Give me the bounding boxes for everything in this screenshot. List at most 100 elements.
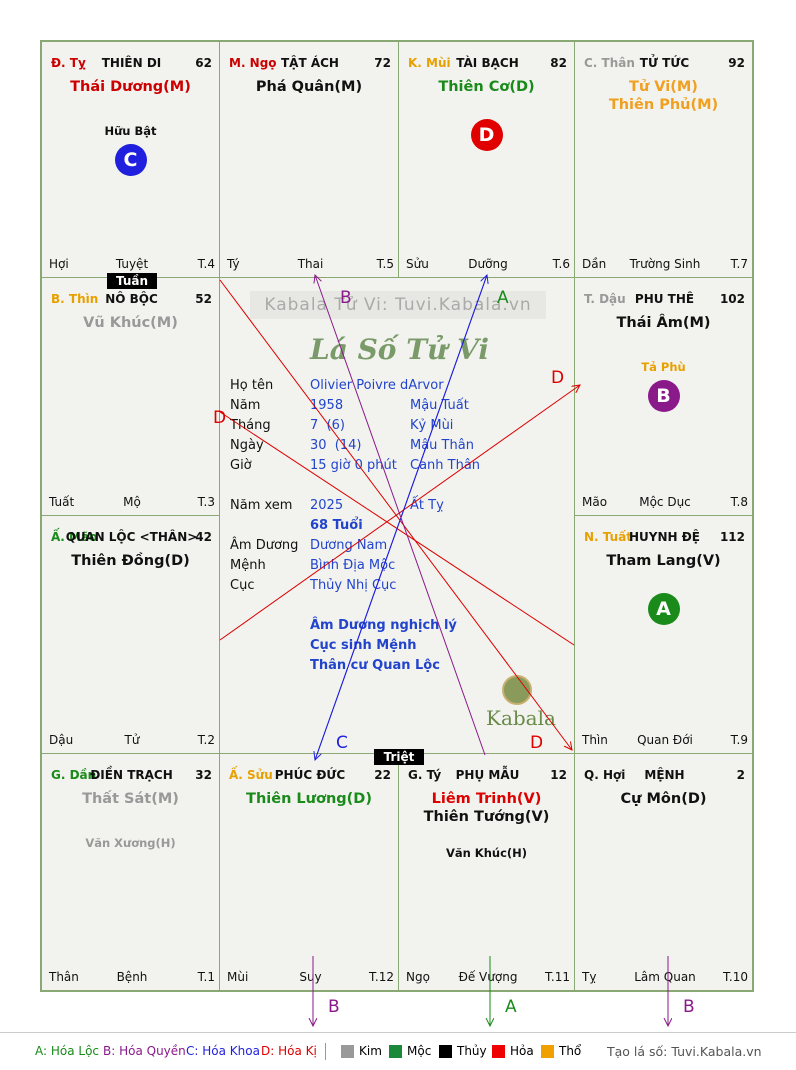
branch-label: N. Tuất [584,530,633,544]
major-stars: Liêm Trinh(V)Thiên Tướng(V) [399,790,574,826]
footer-phase: Lâm Quan [634,970,696,984]
legend-hoa-loc: A: Hóa Lộc [35,1044,100,1058]
footer-term: T.5 [376,257,394,271]
footer-phase: Mộc Dục [639,495,691,509]
major-star: Liêm Trinh(V) [431,791,542,807]
major-star: Cự Môn(D) [620,791,707,807]
arrow-label-b: B [328,997,340,1017]
footer-phase: Đế Vượng [458,970,518,984]
footer-phase: Bệnh [116,970,148,984]
footer-term: T.11 [545,970,570,984]
footer-term: T.10 [723,970,748,984]
value-ngay-can-chi: Mậu Thân [410,438,474,453]
arrow-label-a: A [505,997,517,1017]
palace-name: TẬT ÁCH [281,56,339,70]
footer-term: T.6 [552,257,570,271]
palace-name: HUYNH ĐỆ [629,530,700,544]
palace-name: TÀI BẠCH [456,56,519,70]
transformation-badge: B [647,380,680,412]
major-star: Thiên Đồng(D) [71,553,190,569]
palace-name: PHU THÊ [634,292,695,306]
footer-term: T.9 [730,733,748,747]
major-star: Thiên Phủ(M) [608,97,719,113]
major-star: Phá Quân(M) [255,79,363,95]
palace-age: 62 [195,56,212,70]
branch-label: G. Dần [51,768,97,782]
arrow-label-d: D [551,368,565,388]
major-stars: Thiên Đồng(D) [42,552,219,570]
value-tuoi: 68 Tuổi [310,518,363,533]
legend-thuy: Thủy [457,1044,487,1058]
legend-hoa-ki: D: Hóa Kị [261,1044,317,1058]
tho-swatch [541,1045,554,1058]
footer-phase: Thai [297,257,324,271]
label-nam-xem: Năm xem [230,498,293,513]
footer-term: T.8 [730,495,748,509]
palace-age: 92 [728,56,745,70]
palace-footer: Tỵ Lâm Quan T.10 [582,970,748,984]
value-nam-xem-can-chi: Ất Tỵ [410,498,444,513]
value-thang: 7 (6) [310,418,345,433]
chart-logo-title: Lá Số Tử Vi [310,333,490,366]
palace-name: PHỤ MẪU [455,768,520,782]
legend-tho: Thổ [559,1044,582,1058]
branch-label: C. Thân [584,56,635,70]
footer-branch: Ngọ [406,970,430,984]
palace-age: 42 [195,530,212,544]
note-cuc-sinh-menh: Cục sinh Mệnh [310,638,417,653]
footer-term: T.7 [730,257,748,271]
major-stars: Thiên Lương(D) [220,790,398,808]
legend-separator [325,1043,326,1060]
palace-name: TỬ TỨC [639,56,690,70]
footer-branch: Tỵ [582,970,597,984]
legend-hoa-quyen: B: Hóa Quyền [103,1044,186,1058]
legend-hoa-khoa: C: Hóa Khoa [186,1044,260,1058]
legend-site-link[interactable]: Tạo lá số: Tuvi.Kabala.vn [607,1044,762,1059]
arrow-label-d: D [530,733,544,753]
note-am-duong: Âm Dương nghịch lý [310,618,457,633]
label-gio: Giờ [230,458,252,473]
value-cuc: Thủy Nhị Cục [310,578,397,593]
label-cuc: Cục [230,578,255,593]
label-nam: Năm [230,398,261,413]
major-star: Tử Vi(M) [629,79,698,95]
footer-phase: Tử [124,733,140,747]
major-star: Thiên Cơ(D) [438,79,535,95]
tuan-tag: Tuần [107,273,157,289]
value-am-duong: Dương Nam [310,538,388,553]
major-stars: Thái Âm(M) [575,314,752,332]
major-stars: Thiên Cơ(D) [399,78,574,96]
arrow-label-c: C [336,733,348,753]
label-thang: Tháng [230,418,271,433]
arrow-label-b: B [340,288,352,308]
footer-branch: Sửu [406,257,429,271]
